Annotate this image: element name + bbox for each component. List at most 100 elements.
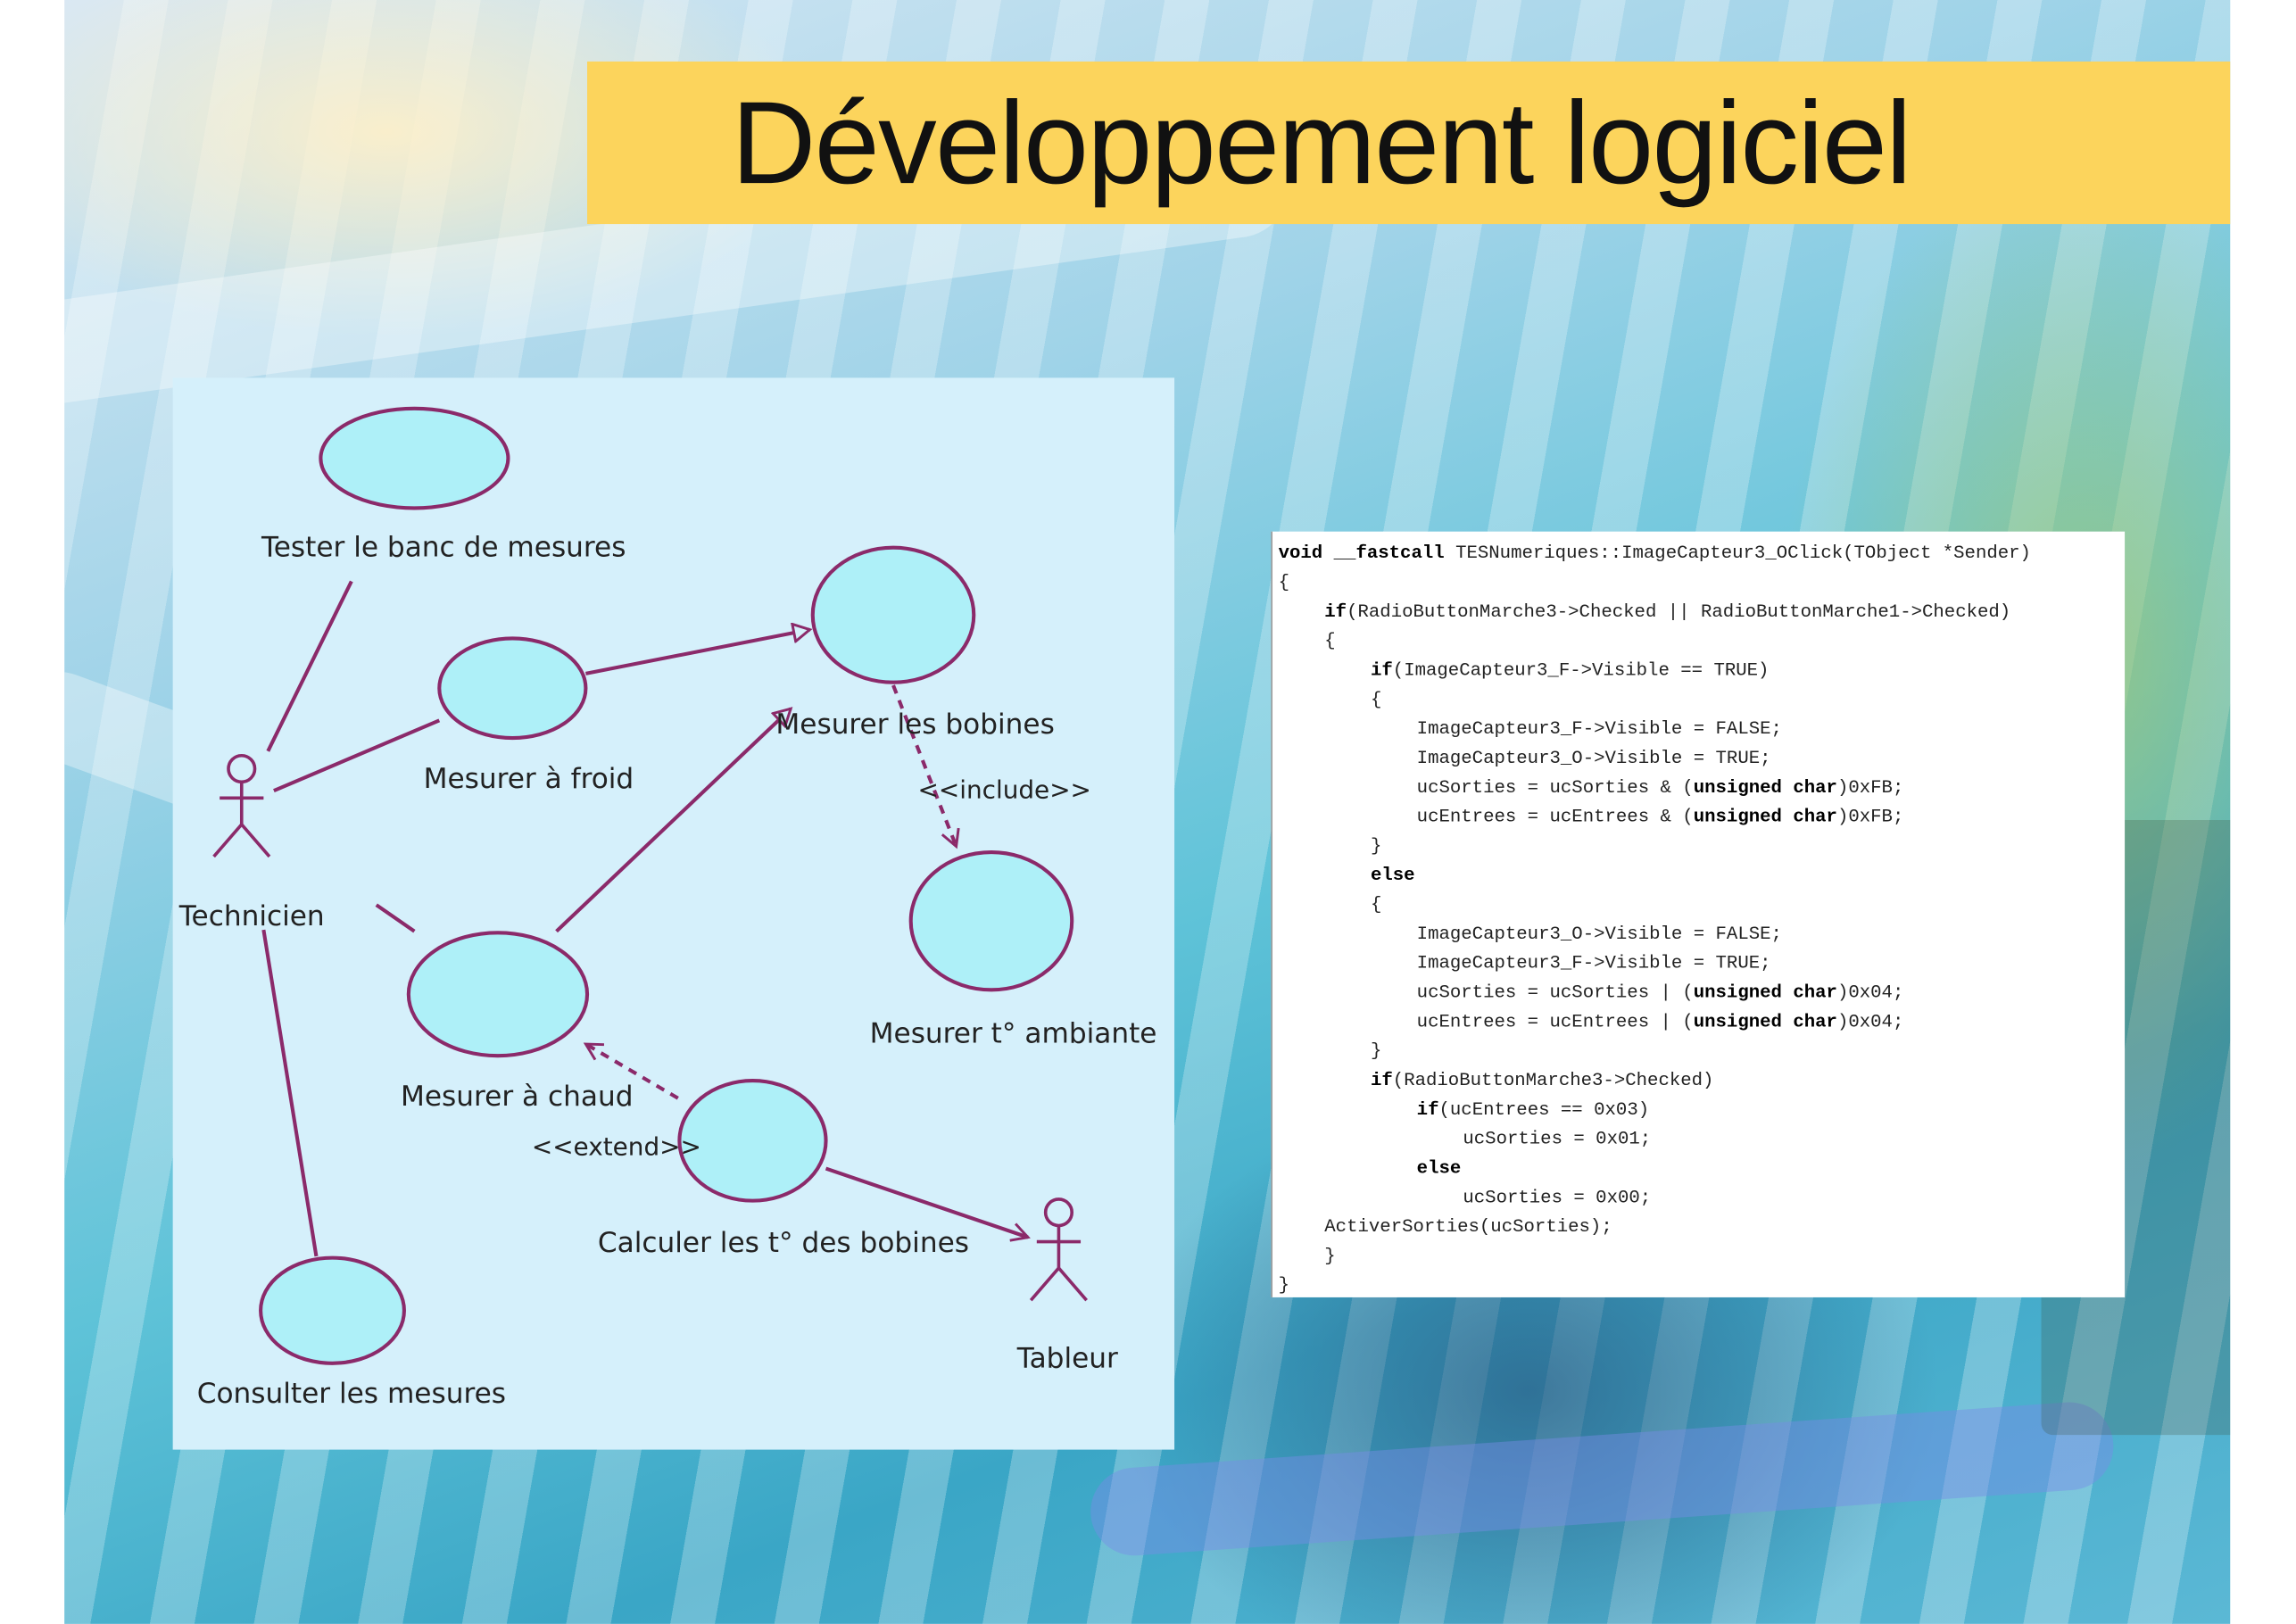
code-text: ImageCapteur3_O->Visible = FALSE;: [1416, 924, 1782, 945]
label-consulter: Consulter les mesures: [197, 1378, 506, 1410]
code-keyword: if: [1416, 1099, 1439, 1121]
code-text: ActiverSorties(ucSorties);: [1324, 1216, 1612, 1238]
code-line: }: [1324, 1242, 1335, 1272]
code-text: }: [1370, 836, 1382, 857]
code-line: ImageCapteur3_F->Visible = TRUE;: [1417, 949, 1771, 978]
code-line: {: [1371, 891, 1381, 920]
code-text: )0x04;: [1836, 982, 1904, 1004]
title-banner: Développement logiciel: [587, 61, 2231, 225]
code-text: (RadioButtonMarche3->Checked): [1392, 1070, 1714, 1091]
code-text: {: [1370, 689, 1382, 710]
actor-tableur-label: Tableur: [1016, 1343, 1118, 1375]
code-keyword: void: [1278, 543, 1323, 564]
code-keyword: unsigned char: [1693, 807, 1837, 828]
use-case-ambiante: [908, 850, 1074, 992]
code-keyword: if: [1370, 660, 1393, 682]
code-keyword: unsigned char: [1693, 982, 1837, 1004]
generalization-arrow: [585, 630, 809, 675]
code-keyword: unsigned char: [1693, 1011, 1837, 1032]
code-text: __: [1322, 543, 1356, 564]
code-line: {: [1371, 685, 1381, 715]
code-keyword: if: [1324, 601, 1347, 623]
code-text: (ucEntrees == 0x03): [1438, 1099, 1650, 1121]
code-text: ImageCapteur3_F->Visible = FALSE;: [1416, 718, 1782, 740]
use-case-froid: [437, 636, 588, 741]
use-case-consulter: [259, 1255, 406, 1365]
code-keyword: fastcall: [1355, 543, 1445, 564]
label-calculer: Calculer les t° des bobines: [598, 1227, 969, 1259]
code-text: {: [1324, 631, 1336, 652]
code-line: ucSorties = ucSorties & (unsigned char)0…: [1417, 773, 1904, 802]
code-line: }: [1279, 1271, 1289, 1300]
code-line: ucSorties = 0x00;: [1463, 1183, 1651, 1213]
code-line: {: [1324, 626, 1335, 656]
code-text: TESNumeriques::ImageCapteur3_OClick(TObj…: [1444, 543, 2031, 564]
code-line: if(ImageCapteur3_F->Visible == TRUE): [1371, 656, 1770, 685]
code-line: ImageCapteur3_O->Visible = FALSE;: [1417, 920, 1782, 949]
association-arrow: [825, 1166, 1031, 1242]
code-line: ucSorties = ucSorties | (unsigned char)0…: [1417, 978, 1904, 1007]
label-ambiante: Mesurer t° ambiante: [870, 1017, 1157, 1049]
code-line: else: [1371, 861, 1415, 891]
code-line: {: [1279, 568, 1289, 598]
code-line: }: [1371, 1037, 1381, 1066]
code-line: else: [1417, 1154, 1462, 1183]
code-text: )0xFB;: [1836, 777, 1904, 799]
label-tester: Tester le banc de mesures: [261, 532, 626, 564]
label-chaud: Mesurer à chaud: [401, 1081, 634, 1113]
code-text: ucSorties = 0x01;: [1463, 1129, 1652, 1150]
association-line: [273, 718, 441, 793]
code-line: ImageCapteur3_F->Visible = FALSE;: [1417, 715, 1782, 744]
code-line: if(ucEntrees == 0x03): [1417, 1095, 1649, 1124]
code-keyword: else: [1370, 865, 1415, 886]
code-text: )0x04;: [1836, 1011, 1904, 1032]
code-line: if(RadioButtonMarche3->Checked || RadioB…: [1324, 598, 2010, 627]
use-case-chaud: [406, 931, 590, 1058]
actor-tableur-icon: [1029, 1197, 1088, 1302]
code-keyword: else: [1416, 1158, 1462, 1180]
extend-arrow: [583, 1042, 679, 1100]
code-line: ucEntrees = ucEntrees & (unsigned char)0…: [1417, 802, 1904, 832]
association-line: [266, 580, 353, 752]
code-text: ucSorties = 0x00;: [1463, 1187, 1652, 1208]
code-keyword: unsigned char: [1693, 777, 1837, 799]
code-text: }: [1324, 1246, 1336, 1267]
include-arrow: [891, 684, 960, 849]
code-keyword: if: [1370, 1070, 1393, 1091]
use-case-calculer: [677, 1079, 828, 1203]
code-line: ucEntrees = ucEntrees | (unsigned char)0…: [1417, 1007, 1904, 1037]
slide-title: Développement logiciel: [731, 77, 1912, 208]
use-case-bobines: [810, 545, 976, 684]
label-froid: Mesurer à froid: [424, 763, 634, 795]
code-text: ucSorties = ucSorties | (: [1416, 982, 1694, 1004]
code-line: if(RadioButtonMarche3->Checked): [1371, 1066, 1713, 1096]
actor-technicien-icon: [212, 753, 271, 858]
code-listing: void __fastcall TESNumeriques::ImageCapt…: [1271, 531, 2126, 1300]
code-line: void __fastcall TESNumeriques::ImageCapt…: [1279, 539, 2031, 568]
use-case-diagram: Tester le banc de mesures Mesurer à froi…: [172, 377, 1175, 1450]
code-text: ucSorties = ucSorties & (: [1416, 777, 1694, 799]
association-line: [261, 929, 319, 1257]
code-text: }: [1278, 1275, 1290, 1297]
code-text: ImageCapteur3_F->Visible = TRUE;: [1416, 953, 1771, 974]
code-line: }: [1371, 832, 1381, 861]
include-stereotype: <<include>>: [918, 775, 1091, 804]
code-text: (RadioButtonMarche3->Checked || RadioBut…: [1347, 601, 2011, 623]
label-bobines: Mesurer les bobines: [775, 708, 1054, 741]
use-case-tester: [319, 406, 510, 510]
generalization-arrow: [555, 708, 792, 933]
code-text: (ImageCapteur3_F->Visible == TRUE): [1392, 660, 1770, 682]
association-line: [375, 903, 416, 933]
actor-technicien-label: Technicien: [178, 900, 325, 932]
code-text: ImageCapteur3_O->Visible = TRUE;: [1416, 748, 1771, 769]
code-line: ucSorties = 0x01;: [1463, 1124, 1651, 1154]
code-text: ucEntrees = ucEntrees | (: [1416, 1011, 1694, 1032]
code-text: }: [1370, 1040, 1382, 1062]
extend-stereotype: <<extend>>: [532, 1132, 701, 1162]
code-text: )0xFB;: [1836, 807, 1904, 828]
code-line: ActiverSorties(ucSorties);: [1324, 1213, 1612, 1242]
code-text: {: [1278, 572, 1290, 593]
code-line: ImageCapteur3_O->Visible = TRUE;: [1417, 744, 1771, 774]
code-text: {: [1370, 894, 1382, 916]
